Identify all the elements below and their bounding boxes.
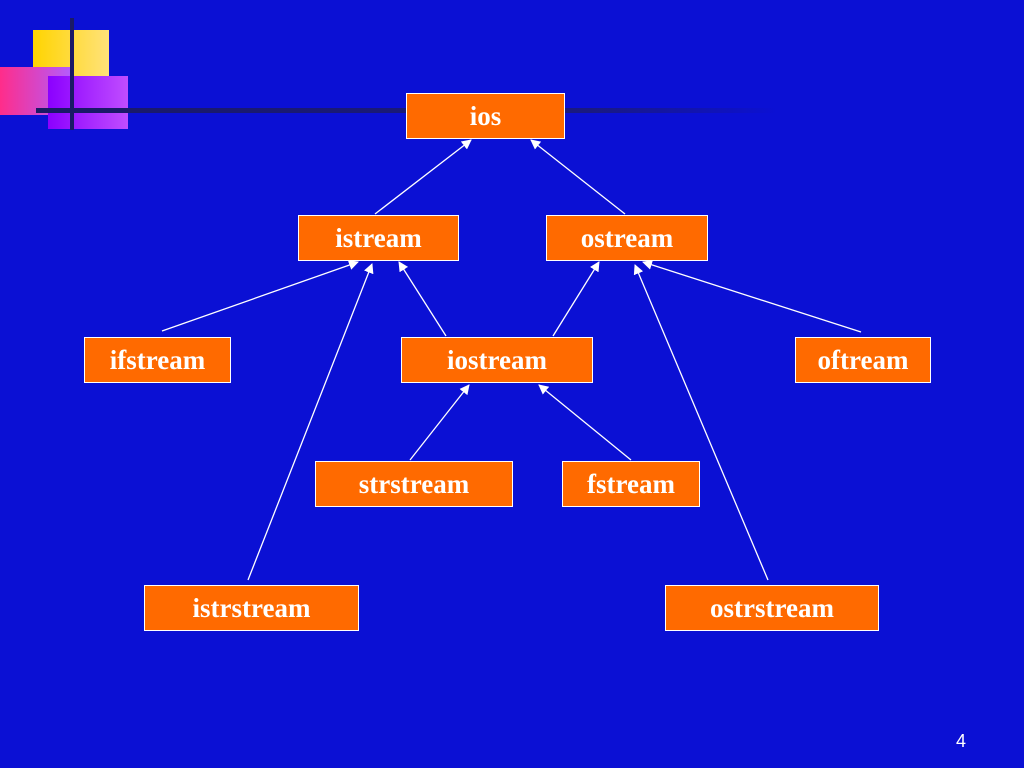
- edge-istream-to-ios: [374, 139, 472, 215]
- edge-istrstream-to-istream: [247, 263, 374, 581]
- edge-ostream-to-ios: [530, 139, 626, 215]
- node-strstream: strstream: [315, 461, 513, 507]
- deco-purple-block: [48, 76, 128, 129]
- edge-iostream-to-istream: [398, 261, 447, 337]
- node-istream: istream: [298, 215, 459, 261]
- node-ostrstream: ostrstream: [665, 585, 879, 631]
- node-istrstream: istrstream: [144, 585, 359, 631]
- page-number: 4: [955, 731, 966, 751]
- node-oftream: oftream: [795, 337, 931, 383]
- node-ostream: ostream: [546, 215, 708, 261]
- edge-strstream-to-iostream: [409, 384, 470, 461]
- node-fstream: fstream: [562, 461, 700, 507]
- edge-oftream-to-ostream: [642, 259, 862, 333]
- node-iostream: iostream: [401, 337, 593, 383]
- edge-ostrstream-to-ostream: [633, 264, 769, 581]
- edge-iostream-to-ostream: [552, 261, 600, 337]
- node-ios: ios: [406, 93, 565, 139]
- edge-ifstream-to-istream: [161, 260, 359, 332]
- edge-fstream-to-iostream: [538, 384, 632, 461]
- node-ifstream: ifstream: [84, 337, 231, 383]
- deco-vertical-rule: [70, 18, 74, 130]
